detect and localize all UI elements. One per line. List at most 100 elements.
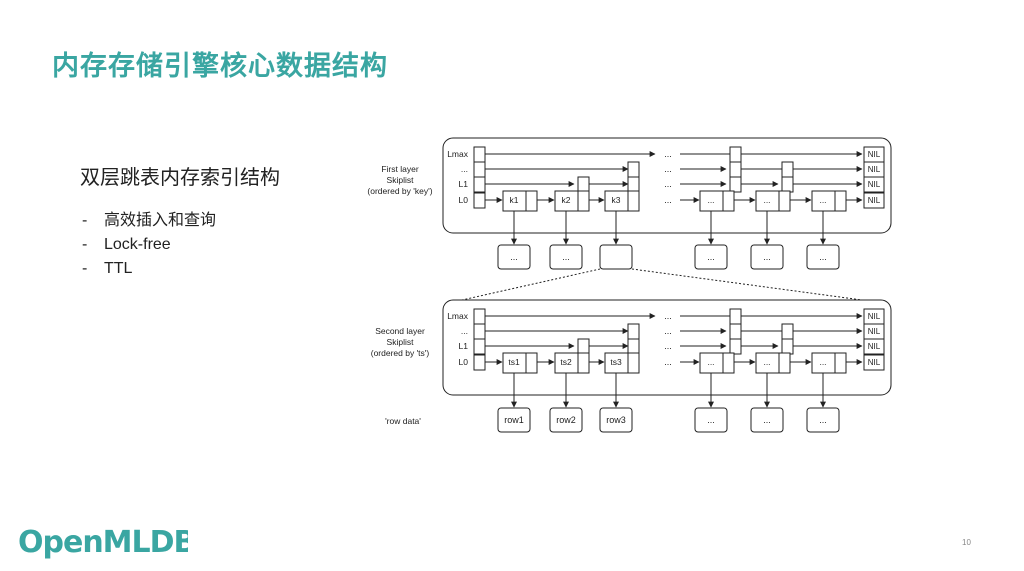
bullet-marker: - [82, 236, 88, 253]
head-tower-cell [473, 176, 486, 193]
node-next-cell [577, 352, 590, 374]
node-key-label: k1 [510, 195, 519, 205]
node-next-cell [778, 190, 791, 212]
row-box-label: row3 [606, 415, 626, 425]
page-number: 10 [962, 538, 971, 547]
node-tower-cell [781, 323, 794, 340]
value-box-label: ... [819, 252, 827, 262]
layer-caption-line: (ordered by 'key') [367, 186, 432, 196]
node-next-cell [525, 190, 538, 212]
row-box-label: row1 [504, 415, 524, 425]
node-next-cell [834, 352, 847, 374]
node-tower-cell [729, 338, 742, 355]
layer-caption-line: Second layer [375, 326, 425, 336]
head-tower-cell [473, 161, 486, 178]
node-next-cell [525, 352, 538, 374]
zoom-line [631, 268, 863, 301]
slide-title: 内存存储引擎核心数据结构 [52, 51, 388, 82]
node-tower-cell [627, 176, 640, 193]
node-key-label: k2 [562, 195, 571, 205]
openmldb-logo: OpenMLDB [18, 525, 188, 560]
gap-ellipsis: ... [664, 164, 672, 174]
node-tower-cell [729, 308, 742, 325]
head-tower-cell [473, 354, 486, 371]
level-label: ... [461, 164, 468, 174]
gap-ellipsis: ... [664, 326, 672, 336]
nil-label: NIL [868, 196, 881, 205]
node-key-label: ... [763, 195, 770, 205]
head-tower-cell [473, 146, 486, 163]
node-tower-cell [781, 176, 794, 193]
value-box [806, 244, 840, 270]
node-next-cell [834, 190, 847, 212]
row-box [497, 407, 531, 433]
node-next-cell [627, 352, 640, 374]
row-box [599, 407, 633, 433]
node-tower-cell [781, 161, 794, 178]
nil-label: NIL [868, 312, 881, 321]
value-box-label: ... [763, 252, 771, 262]
layer-caption-line: Skiplist [387, 337, 415, 347]
node-next-cell [722, 352, 735, 374]
level-label: ... [461, 326, 468, 336]
node-tower-cell [729, 146, 742, 163]
nil-label: NIL [868, 180, 881, 189]
node-tower-cell [729, 323, 742, 340]
nil-cell [863, 338, 885, 355]
node-tower-cell [729, 161, 742, 178]
node-key-label: ... [707, 357, 714, 367]
head-tower-cell [473, 323, 486, 340]
node-tower-cell [627, 161, 640, 178]
row-box-label: ... [763, 415, 771, 425]
nil-cell [863, 176, 885, 193]
bullet-item: -TTL [82, 257, 216, 281]
gap-ellipsis: ... [664, 357, 672, 367]
gap-ellipsis: ... [664, 311, 672, 321]
gap-ellipsis: ... [664, 149, 672, 159]
value-box-label: ... [510, 252, 518, 262]
row-box-label: row2 [556, 415, 576, 425]
node-tower-cell [627, 323, 640, 340]
nil-label: NIL [868, 342, 881, 351]
value-box-label: ... [707, 252, 715, 262]
head-tower-cell [473, 338, 486, 355]
node-tower-cell [781, 338, 794, 355]
value-box-label: ... [562, 252, 570, 262]
logo-text: OpenMLDB [18, 525, 188, 560]
row-box-label: ... [707, 415, 715, 425]
nil-cell [863, 192, 885, 209]
layer-caption-line: (ordered by 'ts') [371, 348, 430, 358]
bullet-item: -Lock-free [82, 233, 216, 257]
nil-label: NIL [868, 358, 881, 367]
node-tower-cell [577, 338, 590, 355]
layer-caption-line: Skiplist [387, 175, 415, 185]
layer-caption-line: First layer [381, 164, 418, 174]
row-box [750, 407, 784, 433]
row-box [694, 407, 728, 433]
value-box [694, 244, 728, 270]
slide-subtitle: 双层跳表内存索引结构 [80, 165, 280, 189]
level-label: Lmax [447, 149, 469, 159]
level-label: L1 [459, 341, 469, 351]
value-box [599, 244, 633, 270]
nil-label: NIL [868, 150, 881, 159]
row-data-label: 'row data' [385, 416, 421, 426]
level-label: L1 [459, 179, 469, 189]
node-key-label: ts2 [560, 357, 572, 367]
gap-ellipsis: ... [664, 195, 672, 205]
node-next-cell [627, 190, 640, 212]
nil-cell [863, 354, 885, 371]
bullet-marker: - [82, 260, 88, 277]
node-tower-cell [627, 338, 640, 355]
bullet-item: -高效插入和查询 [82, 209, 216, 233]
node-key-label: k3 [612, 195, 621, 205]
node-tower-cell [577, 176, 590, 193]
node-key-label: ... [819, 357, 826, 367]
nil-label: NIL [868, 165, 881, 174]
node-next-cell [577, 190, 590, 212]
node-next-cell [722, 190, 735, 212]
row-box [806, 407, 840, 433]
nil-label: NIL [868, 327, 881, 336]
node-key-label: ... [819, 195, 826, 205]
